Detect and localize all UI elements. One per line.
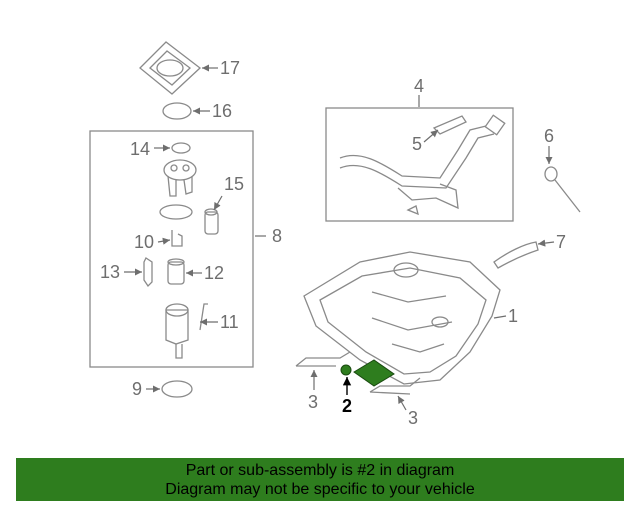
callout-3-left: 3	[308, 392, 318, 412]
callout-6: 6	[544, 126, 554, 146]
part-4-filler-box[interactable]	[325, 107, 514, 222]
callout-14: 14	[130, 139, 150, 159]
callout-15: 15	[224, 174, 244, 194]
callout-12: 12	[204, 263, 224, 283]
part-7-hose[interactable]	[493, 241, 539, 269]
parts-diagram: 17 16 14 15 10 13 12 11 9 8 4 5 6 7 1 3 …	[89, 41, 581, 428]
callout-13: 13	[100, 262, 120, 282]
callout-11: 11	[220, 312, 239, 332]
callout-3-right: 3	[408, 408, 418, 428]
filler-pipe-drawing	[339, 114, 506, 216]
part-17-cover-plate[interactable]	[139, 41, 202, 95]
part-16-gasket[interactable]	[162, 102, 192, 120]
banner-line-1: Part or sub-assembly is #2 in diagram	[185, 462, 455, 479]
callout-10: 10	[134, 232, 154, 252]
part-3-strap-right[interactable]	[369, 377, 421, 395]
part-5-clip[interactable]	[432, 115, 467, 135]
banner-line-2: Diagram may not be specific to your vehi…	[165, 481, 475, 498]
part-13-bracket[interactable]	[143, 257, 153, 288]
callout-16: 16	[212, 101, 232, 121]
pump-mid-plate	[159, 204, 193, 220]
callout-7: 7	[556, 232, 566, 252]
callout-1: 1	[508, 306, 518, 326]
callout-2: 2	[342, 396, 352, 416]
part-14-oring[interactable]	[171, 142, 191, 154]
part-2-highlighted[interactable]	[340, 359, 395, 387]
callout-5: 5	[412, 134, 422, 154]
callout-4: 4	[414, 76, 424, 96]
part-10-clip[interactable]	[171, 230, 183, 247]
part-8-pump-assembly-box[interactable]	[89, 130, 254, 368]
part-15-filter[interactable]	[204, 208, 219, 235]
info-banner: Part or sub-assembly is #2 in diagram Di…	[16, 458, 624, 501]
part-9-ring[interactable]	[161, 380, 193, 398]
part-11-sender[interactable]	[165, 303, 208, 359]
pump-flange	[163, 159, 197, 197]
part-1-fuel-tank[interactable]	[303, 251, 501, 385]
callout-17: 17	[220, 58, 240, 78]
part-6-cap[interactable]	[544, 166, 581, 213]
callout-9: 9	[132, 379, 142, 399]
part-3-strap-left[interactable]	[295, 351, 351, 367]
part-12-pump-body[interactable]	[167, 258, 185, 285]
callout-8: 8	[272, 226, 282, 246]
